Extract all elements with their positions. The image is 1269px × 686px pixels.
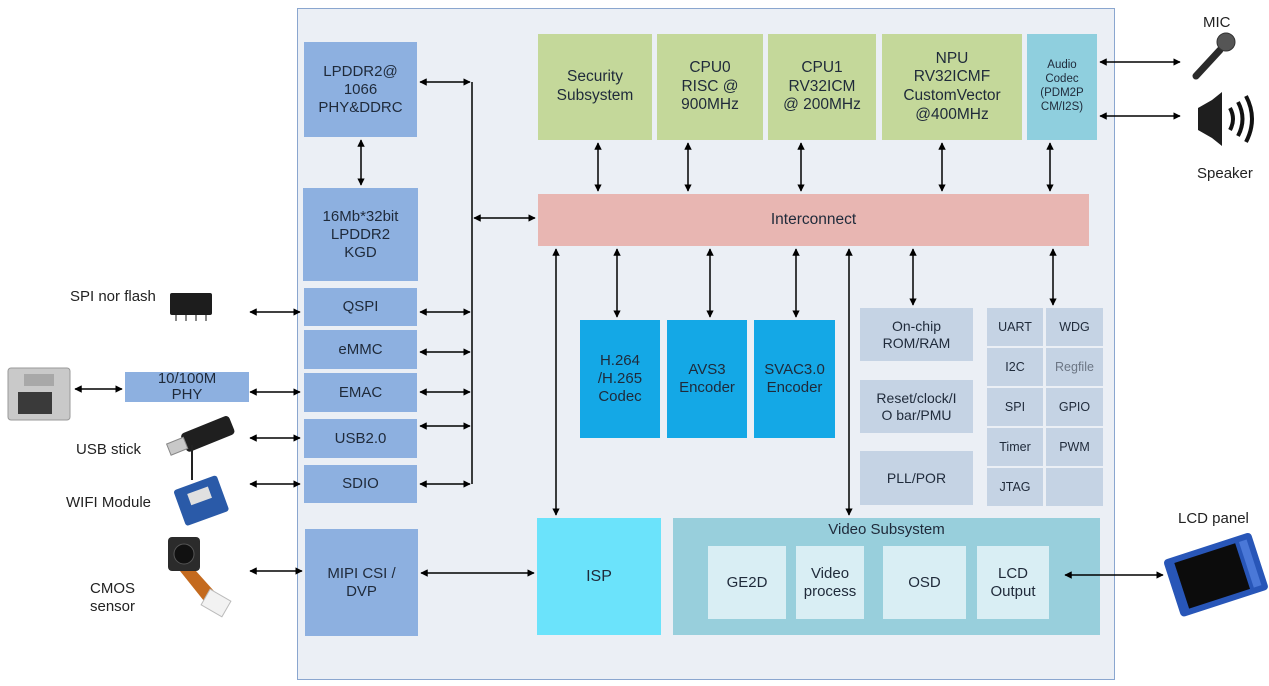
emac-block: EMAC	[304, 373, 417, 412]
cmos-sensor-label: CMOS sensor	[90, 580, 136, 615]
pwm-block: PWM	[1046, 428, 1103, 466]
audio-codec-block: Audio Codec (PDM2P CM/I2S)	[1027, 34, 1097, 140]
spi-flash-label: SPI nor flash	[70, 288, 156, 305]
ethernet-phy-block: 10/100M PHY	[125, 372, 249, 402]
uart-block: UART	[987, 308, 1043, 346]
wdg-block: WDG	[1046, 308, 1103, 346]
avs3-encoder-block: AVS3 Encoder	[667, 320, 747, 438]
cmos-sensor-icon	[168, 537, 232, 618]
lcd-output-block: LCD Output	[977, 546, 1049, 619]
rj45-jack-icon	[7, 367, 71, 421]
cpu1-block: CPU1 RV32ICM @ 200MHz	[768, 34, 876, 140]
empty-peripheral-block	[1046, 468, 1103, 506]
mic-label: MIC	[1203, 14, 1231, 31]
video-subsystem-title: Video Subsystem	[828, 521, 945, 538]
reset-clock-pmu-block: Reset/clock/I O bar/PMU	[860, 380, 973, 433]
usb-stick-label: USB stick	[76, 441, 142, 458]
cpu0-block: CPU0 RISC @ 900MHz	[657, 34, 763, 140]
lpddr2-phy-ddrc-block: LPDDR2@ 1066 PHY&DDRC	[304, 42, 417, 137]
gpio-block: GPIO	[1046, 388, 1103, 426]
lpddr2-kgd-block: 16Mb*32bit LPDDR2 KGD	[303, 188, 418, 281]
i2c-block: I2C	[987, 348, 1043, 386]
usb2-block: USB2.0	[304, 419, 417, 458]
speaker-icon	[1198, 92, 1254, 146]
speaker-label: Speaker	[1197, 165, 1253, 182]
security-subsystem-block: Security Subsystem	[538, 34, 652, 140]
timer-block: Timer	[987, 428, 1043, 466]
osd-block: OSD	[883, 546, 966, 619]
h264-h265-codec-block: H.264 /H.265 Codec	[580, 320, 660, 438]
onchip-rom-ram-block: On-chip ROM/RAM	[860, 308, 973, 361]
pll-por-block: PLL/POR	[860, 451, 973, 505]
npu-block: NPU RV32ICMF CustomVector @400MHz	[882, 34, 1022, 140]
jtag-block: JTAG	[987, 468, 1043, 506]
wifi-module-icon	[174, 475, 229, 526]
sdio-block: SDIO	[304, 465, 417, 503]
spi-block: SPI	[987, 388, 1043, 426]
lcd-panel-icon	[1163, 532, 1268, 617]
usb-stick-icon	[165, 416, 235, 456]
mipi-csi-dvp-block: MIPI CSI / DVP	[305, 529, 418, 636]
video-process-block: Video process	[796, 546, 864, 619]
interconnect-bus: Interconnect	[538, 194, 1089, 246]
qspi-block: QSPI	[304, 288, 417, 326]
spi-flash-chip-icon	[170, 293, 212, 321]
wifi-module-label: WIFI Module	[66, 494, 152, 511]
microphone-icon	[1192, 32, 1236, 80]
emmc-block: eMMC	[304, 330, 417, 369]
svac3-encoder-block: SVAC3.0 Encoder	[754, 320, 835, 438]
regfile-block: Regfile	[1046, 348, 1103, 386]
lcd-panel-label: LCD panel	[1178, 510, 1249, 527]
isp-block: ISP	[537, 518, 661, 635]
ge2d-block: GE2D	[708, 546, 786, 619]
